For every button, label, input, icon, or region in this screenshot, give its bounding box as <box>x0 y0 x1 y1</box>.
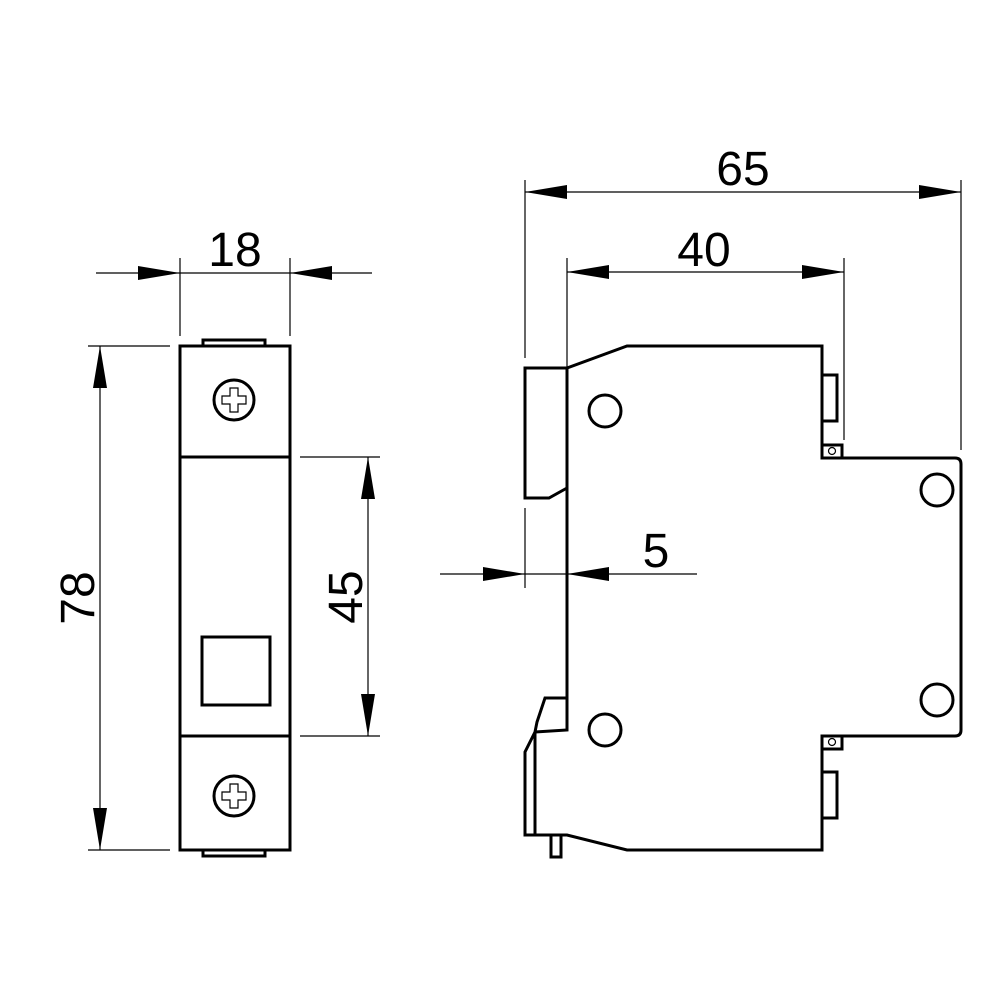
side-top-tab <box>820 443 844 460</box>
side-bottom-clip <box>820 770 839 820</box>
front-view: 18 78 45 <box>52 224 380 858</box>
dimension-body-depth-label: 40 <box>677 224 730 277</box>
side-body-outline <box>523 344 963 852</box>
front-bottom-clip <box>201 850 267 858</box>
dimension-rail-offset: 5 <box>440 508 697 588</box>
top-screw-icon <box>212 378 256 422</box>
side-top-clip <box>820 373 839 423</box>
side-bottom-tab <box>820 734 844 751</box>
side-pin <box>549 833 563 859</box>
side-view: 65 40 5 <box>440 143 963 859</box>
dimension-window-band: 45 <box>300 456 380 737</box>
dimension-total-depth: 65 <box>524 143 962 450</box>
front-window <box>200 635 272 707</box>
side-hook <box>534 698 569 734</box>
front-top-clip <box>201 338 267 346</box>
dimension-body-depth: 40 <box>566 224 845 475</box>
dimension-width-label: 18 <box>208 224 261 277</box>
dimension-height: 78 <box>52 345 170 851</box>
dimension-rail-offset-label: 5 <box>643 525 670 578</box>
dimension-width: 18 <box>96 224 372 336</box>
front-body-outline <box>178 344 292 852</box>
dimension-window-band-label: 45 <box>320 570 373 623</box>
side-hole-upper-right <box>919 472 955 508</box>
bottom-screw-icon <box>212 774 256 818</box>
side-hole-lower-left <box>587 712 623 748</box>
side-hole-upper-left <box>587 393 623 429</box>
dimension-height-label: 78 <box>52 571 105 624</box>
dimension-total-depth-label: 65 <box>716 143 769 196</box>
side-hole-lower-right <box>919 682 955 718</box>
